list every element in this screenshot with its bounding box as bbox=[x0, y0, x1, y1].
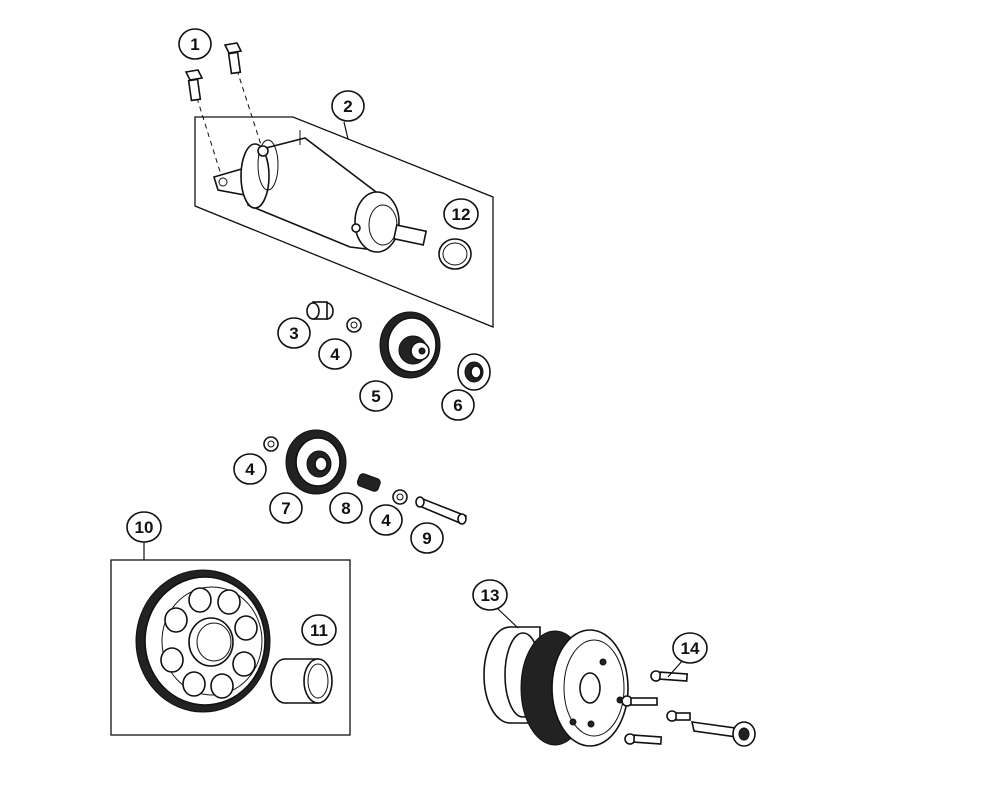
callout-1: 1 bbox=[178, 28, 212, 60]
svg-text:14: 14 bbox=[681, 639, 700, 658]
svg-text:9: 9 bbox=[422, 529, 431, 548]
bearing-icon bbox=[457, 353, 491, 391]
washer-icon bbox=[346, 317, 362, 333]
svg-text:12: 12 bbox=[452, 205, 471, 224]
callout-8: 8 bbox=[329, 492, 363, 524]
callout-3: 3 bbox=[277, 317, 311, 349]
washer-icon bbox=[392, 489, 408, 505]
svg-text:10: 10 bbox=[135, 518, 154, 537]
callout-2: 2 bbox=[331, 90, 365, 122]
gear-icon bbox=[135, 569, 271, 713]
washer-hole bbox=[350, 321, 358, 329]
callout-5: 5 bbox=[359, 380, 393, 412]
bolt-icon bbox=[184, 69, 204, 102]
svg-text:7: 7 bbox=[281, 499, 290, 518]
callout-10: 10 bbox=[126, 511, 162, 543]
svg-text:4: 4 bbox=[245, 460, 255, 479]
svg-text:1: 1 bbox=[190, 35, 199, 54]
svg-text:6: 6 bbox=[453, 396, 462, 415]
svg-text:4: 4 bbox=[330, 345, 340, 364]
flywheel-icon bbox=[483, 626, 629, 747]
spring-icon bbox=[356, 473, 381, 492]
o-ring-icon bbox=[438, 238, 472, 270]
leader-line bbox=[496, 607, 519, 629]
callout-11: 11 bbox=[301, 614, 337, 646]
starter-motor-group-box bbox=[194, 116, 494, 328]
leader-line bbox=[343, 121, 349, 140]
gear-icon bbox=[379, 311, 441, 379]
bolt-axis-line bbox=[236, 69, 263, 149]
bolt-icon bbox=[223, 42, 243, 75]
bolt-icon bbox=[621, 695, 658, 707]
callout-9: 9 bbox=[410, 522, 444, 554]
svg-text:4: 4 bbox=[381, 511, 391, 530]
starter-motor-icon bbox=[212, 130, 428, 253]
callout-7: 7 bbox=[269, 492, 303, 524]
gear-group-box bbox=[110, 559, 351, 736]
svg-text:3: 3 bbox=[289, 324, 298, 343]
callout-12: 12 bbox=[443, 198, 479, 230]
svg-text:11: 11 bbox=[310, 621, 328, 640]
callout-4: 4 bbox=[369, 504, 403, 536]
bearing-icon bbox=[270, 658, 333, 704]
svg-text:13: 13 bbox=[481, 586, 500, 605]
bolt-icon bbox=[650, 670, 689, 682]
gear-icon bbox=[285, 429, 347, 495]
callout-6: 6 bbox=[441, 389, 475, 421]
callout-14: 14 bbox=[672, 632, 708, 664]
callout-4: 4 bbox=[233, 453, 267, 485]
callout-4: 4 bbox=[318, 338, 352, 370]
bolt-icon bbox=[690, 721, 756, 747]
svg-text:5: 5 bbox=[371, 387, 380, 406]
o-ring-inner bbox=[442, 242, 468, 266]
washer-hole bbox=[396, 493, 404, 501]
callout-13: 13 bbox=[472, 579, 508, 611]
washer-hole bbox=[267, 440, 275, 448]
leader-line bbox=[667, 659, 684, 678]
bushing-icon bbox=[306, 301, 334, 320]
svg-text:2: 2 bbox=[343, 97, 352, 116]
bolt-icon bbox=[666, 710, 691, 722]
bolt-axis-line bbox=[196, 97, 223, 179]
bolt-icon bbox=[624, 733, 663, 745]
shaft-icon bbox=[415, 496, 468, 525]
washer-icon bbox=[263, 436, 279, 452]
svg-text:8: 8 bbox=[341, 499, 350, 518]
